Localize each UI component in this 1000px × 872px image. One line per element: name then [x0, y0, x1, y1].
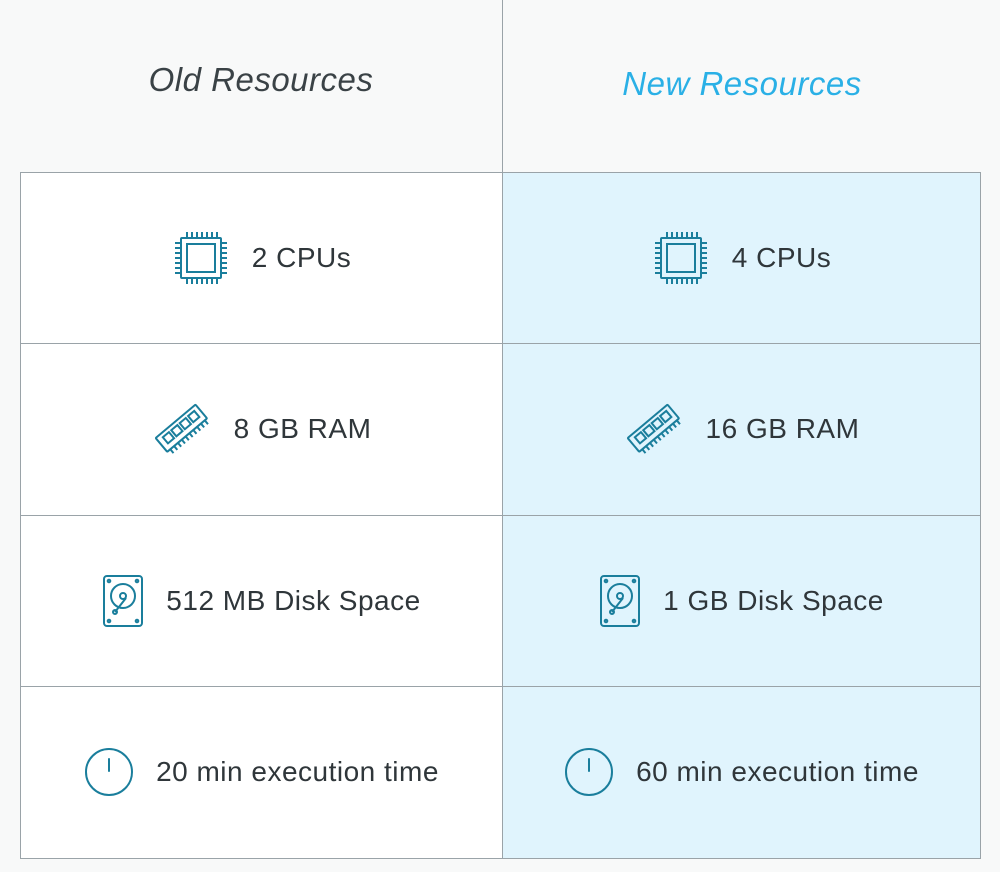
old-disk-cell: 512 MB Disk Space [21, 515, 503, 687]
ram-icon [152, 399, 212, 459]
disk-icon [599, 574, 641, 628]
old-resources-header: Old Resources [148, 61, 374, 98]
new-resources-header: New Resources [622, 65, 862, 102]
new-ram-label: 16 GB RAM [705, 413, 860, 445]
cpu-icon [172, 231, 230, 285]
old-disk-label: 512 MB Disk Space [166, 584, 421, 616]
column-divider [502, 0, 503, 172]
new-disk-label: 1 GB Disk Space [663, 584, 884, 616]
old-cpu-cell: 2 CPUs [21, 173, 503, 345]
new-cpu-cell: 4 CPUs [503, 173, 980, 345]
new-cpu-label: 4 CPUs [731, 242, 832, 274]
old-cpu-label: 2 CPUs [251, 242, 352, 274]
old-ram-cell: 8 GB RAM [21, 344, 503, 516]
comparison-table: 2 CPUs 4 CPUs [20, 172, 981, 859]
new-time-label: 60 min execution time [636, 756, 919, 788]
new-disk-cell: 1 GB Disk Space [503, 515, 980, 687]
clock-icon [564, 747, 614, 797]
old-time-label: 20 min execution time [156, 756, 439, 788]
old-ram-label: 8 GB RAM [233, 413, 372, 445]
cpu-icon [652, 231, 710, 285]
clock-icon [84, 747, 134, 797]
disk-icon [102, 574, 144, 628]
old-time-cell: 20 min execution time [21, 686, 503, 858]
new-ram-cell: 16 GB RAM [503, 344, 980, 516]
new-time-cell: 60 min execution time [503, 686, 980, 858]
ram-icon [624, 399, 684, 459]
